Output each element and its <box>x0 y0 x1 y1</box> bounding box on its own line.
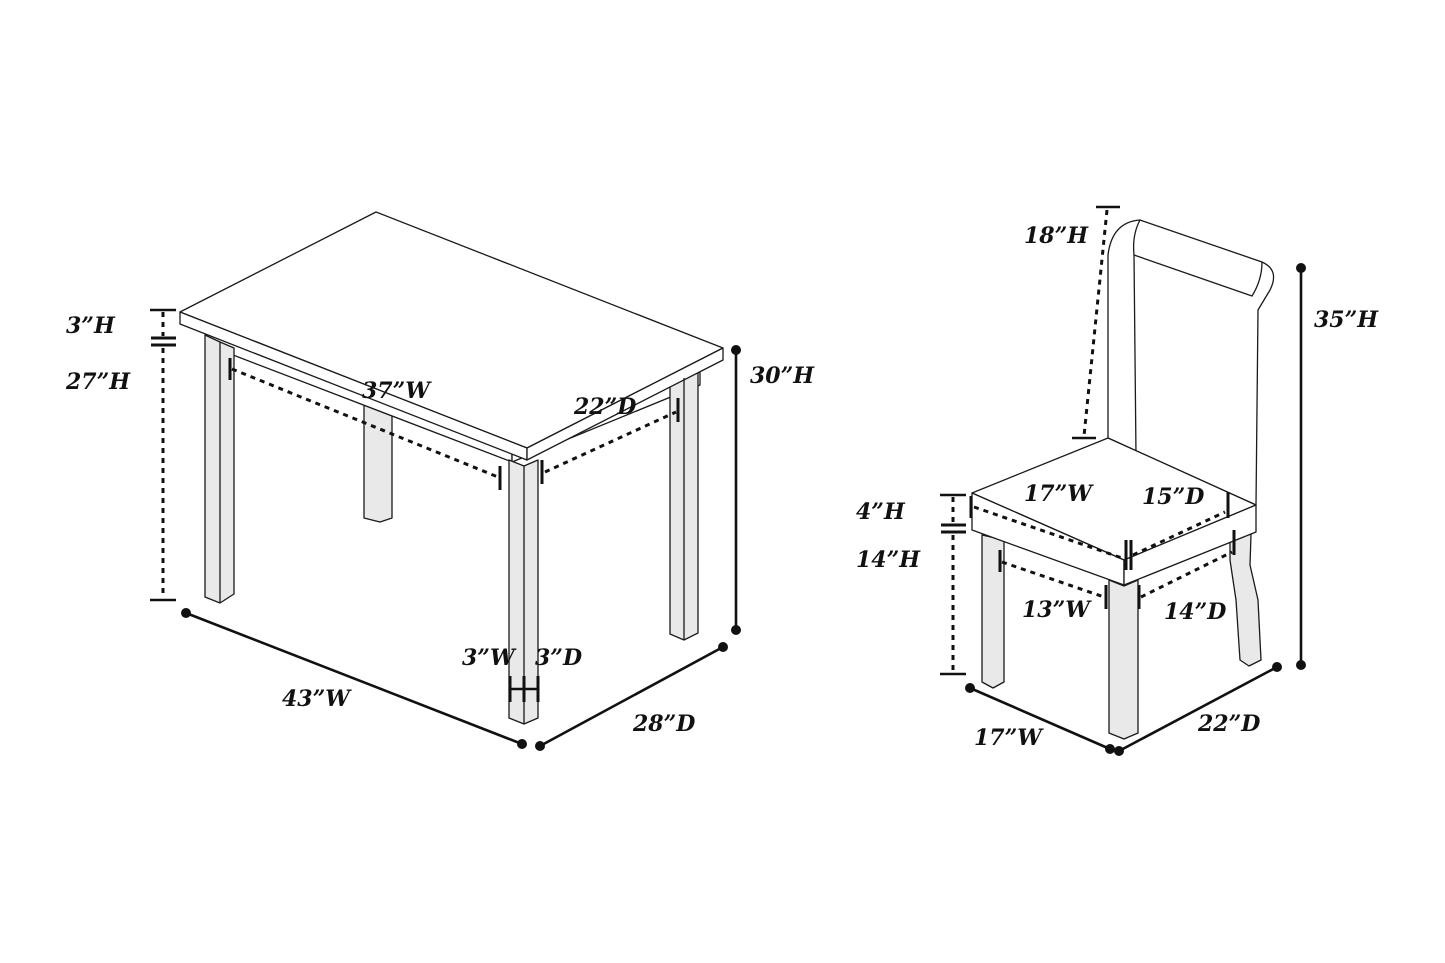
table-drawing <box>150 211 741 751</box>
label-table-leg-depth: 3”D <box>535 645 582 671</box>
label-chair-total-height: 35”H <box>1314 307 1379 333</box>
label-chair-inner-width: 13”W <box>1022 597 1092 623</box>
label-chair-overall-depth: 22”D <box>1197 711 1260 737</box>
label-table-total-height: 30”H <box>750 363 815 389</box>
table-top <box>179 211 724 449</box>
label-chair-back-height: 18”H <box>1024 223 1089 249</box>
chair-seat-side <box>1123 504 1257 586</box>
label-table-apron-depth: 22”D <box>573 394 636 420</box>
label-chair-seat-width: 17”W <box>1024 481 1094 507</box>
table-back-leg <box>363 404 393 523</box>
label-chair-seat-depth: 15”D <box>1142 484 1204 510</box>
chair-labels: 18”H 35”H 17”W 15”D 4”H 14”H 13”W 14”D 1… <box>856 223 1379 751</box>
label-table-top-thickness: 3”H <box>66 313 116 339</box>
label-table-leg-width: 3”W <box>462 645 517 671</box>
chair-drawing <box>940 205 1306 756</box>
chair-front-right-leg <box>1108 579 1139 740</box>
label-chair-seat-thickness: 4”H <box>856 499 906 525</box>
label-table-overall-depth: 28”D <box>632 711 695 737</box>
table-labels: 3”H 27”H 37”W 22”D 30”H 3”W 3”D 43”W 28”… <box>65 313 815 737</box>
chair-back-leg <box>1229 504 1262 667</box>
label-table-overall-width: 43”W <box>282 686 352 712</box>
label-table-apron-width: 37”W <box>362 378 432 404</box>
table-top-side-edge <box>526 347 724 461</box>
label-chair-inner-depth: 14”D <box>1164 599 1226 625</box>
label-table-leg-height: 27”H <box>65 369 131 395</box>
label-chair-seat-height: 14”H <box>856 547 921 573</box>
label-chair-overall-width: 17”W <box>974 725 1044 751</box>
